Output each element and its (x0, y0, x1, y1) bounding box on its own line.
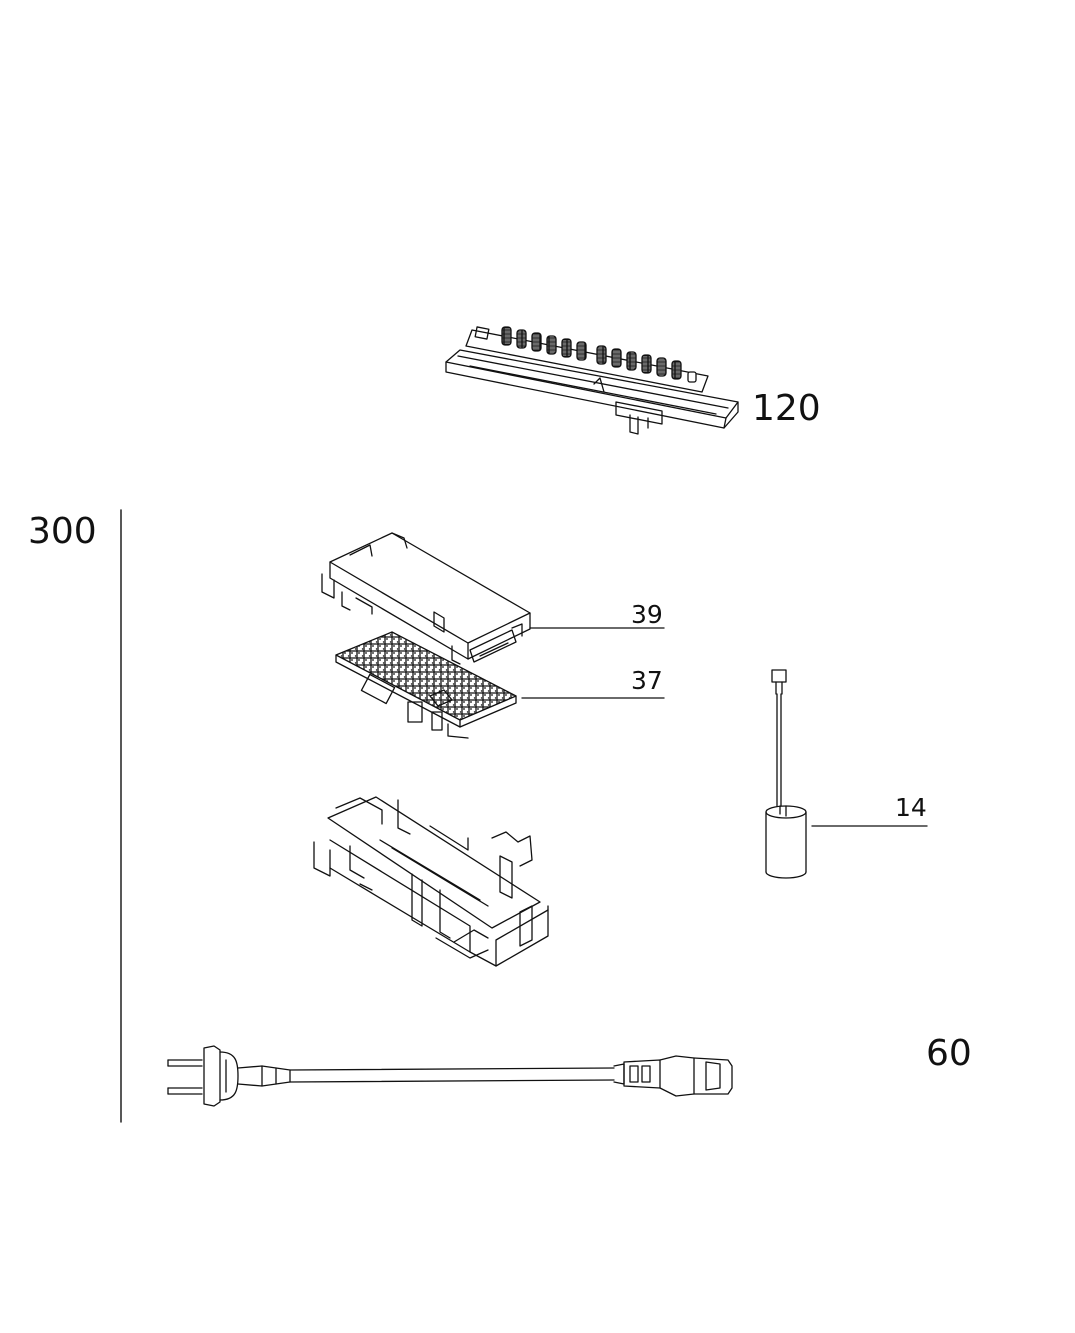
part-housing-tray (313, 796, 549, 967)
part-120-control-strip (445, 326, 739, 435)
knob-row (501, 326, 697, 383)
callout-300: 300 (28, 511, 97, 552)
callout-39: 39 (631, 600, 663, 629)
part-14-capacitor (765, 669, 807, 879)
part-60-power-cord (167, 1045, 733, 1107)
callout-120: 120 (752, 388, 821, 429)
callout-14: 14 (895, 793, 927, 822)
callout-37: 37 (631, 666, 663, 695)
part-37-pcb (335, 631, 517, 739)
callout-60: 60 (926, 1033, 972, 1074)
part-39-cover (321, 532, 531, 665)
